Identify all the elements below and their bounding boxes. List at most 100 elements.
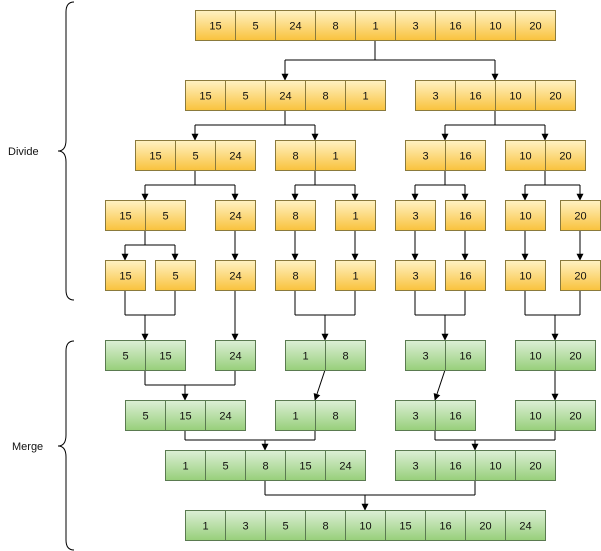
- cell-value: 20: [479, 521, 491, 533]
- array-cell: [305, 80, 346, 111]
- array-cell: [335, 200, 376, 231]
- array-cell: [555, 340, 596, 371]
- divide-array: 5: [155, 260, 196, 291]
- cell-value: 1: [302, 351, 308, 363]
- cell-value: 16: [459, 271, 471, 283]
- cell-value: 5: [172, 271, 178, 283]
- cell-value: 3: [412, 271, 418, 283]
- divide-array: 20: [560, 260, 601, 291]
- array-cell: [560, 200, 601, 231]
- divide-array: 20: [560, 200, 601, 231]
- array-cell: [205, 400, 246, 431]
- cell-value: 3: [412, 211, 418, 223]
- array-cell: [395, 400, 436, 431]
- cell-value: 20: [569, 351, 581, 363]
- array-cell: [445, 140, 486, 171]
- array-cell: [395, 10, 436, 41]
- array-cell: [165, 450, 206, 481]
- cell-value: 10: [529, 411, 541, 423]
- array-cell: [405, 340, 446, 371]
- cell-value: 20: [529, 461, 541, 473]
- array-cell: [275, 140, 316, 171]
- cell-value: 10: [509, 91, 521, 103]
- cell-value: 3: [422, 151, 428, 163]
- array-cell: [265, 80, 306, 111]
- array-cell: [205, 450, 246, 481]
- cell-value: 10: [519, 151, 531, 163]
- cell-value: 20: [574, 211, 586, 223]
- array-cell: [445, 340, 486, 371]
- array-cell: [155, 260, 196, 291]
- cell-value: 24: [229, 151, 241, 163]
- cell-value: 5: [122, 351, 128, 363]
- divide-array: 1: [335, 200, 376, 231]
- divide-brace: [57, 1, 75, 301]
- array-cell: [425, 510, 466, 541]
- array-cell: [315, 400, 356, 431]
- cell-value: 8: [292, 271, 298, 283]
- array-cell: [515, 340, 556, 371]
- cell-value: 24: [229, 351, 241, 363]
- connector-lines: [121, 40, 584, 511]
- cell-value: 24: [229, 271, 241, 283]
- array-cell: [505, 200, 546, 231]
- cell-value: 10: [519, 211, 531, 223]
- cell-value: 10: [519, 271, 531, 283]
- cell-value: 5: [252, 21, 258, 33]
- array-cell: [325, 450, 366, 481]
- cell-value: 15: [199, 91, 211, 103]
- array-cell: [105, 260, 146, 291]
- array-cell: [515, 450, 556, 481]
- cell-value: 3: [422, 351, 428, 363]
- array-cell: [215, 340, 256, 371]
- array-cell: [515, 10, 556, 41]
- cell-value: 16: [449, 461, 461, 473]
- cell-value: 3: [242, 521, 248, 533]
- cell-value: 1: [352, 271, 358, 283]
- cell-value: 16: [459, 151, 471, 163]
- cell-value: 3: [412, 411, 418, 423]
- cell-value: 8: [292, 211, 298, 223]
- divide-array: 15: [105, 260, 146, 291]
- array-cell: [505, 510, 546, 541]
- array-cell: [545, 140, 586, 171]
- array-cell: [535, 80, 576, 111]
- cell-value: 5: [282, 521, 288, 533]
- cell-value: 20: [559, 151, 571, 163]
- cell-value: 15: [299, 461, 311, 473]
- cell-value: 1: [372, 21, 378, 33]
- divide-array: 8: [275, 200, 316, 231]
- array-cell: [165, 400, 206, 431]
- cell-value: 1: [202, 521, 208, 533]
- cell-value: 1: [182, 461, 188, 473]
- cell-value: 10: [529, 351, 541, 363]
- cell-value: 1: [362, 91, 368, 103]
- cell-value: 5: [192, 151, 198, 163]
- cell-value: 15: [179, 411, 191, 423]
- array-cell: [560, 260, 601, 291]
- divide-array: 10 20: [505, 140, 586, 171]
- divide-array: 3: [395, 260, 436, 291]
- array-cell: [225, 80, 266, 111]
- array-cell: [465, 510, 506, 541]
- array-cell: [285, 340, 326, 371]
- cell-value: 1: [332, 151, 338, 163]
- cell-value: 1: [292, 411, 298, 423]
- cell-value: 16: [449, 21, 461, 33]
- cell-value: 3: [412, 461, 418, 473]
- divide-array: 10: [505, 260, 546, 291]
- array-cell: [345, 510, 386, 541]
- array-cell: [395, 200, 436, 231]
- array-cell: [445, 200, 486, 231]
- cell-value: 15: [119, 211, 131, 223]
- cell-value: 8: [342, 351, 348, 363]
- array-cell: [395, 450, 436, 481]
- divide-array: 3 16: [405, 140, 486, 171]
